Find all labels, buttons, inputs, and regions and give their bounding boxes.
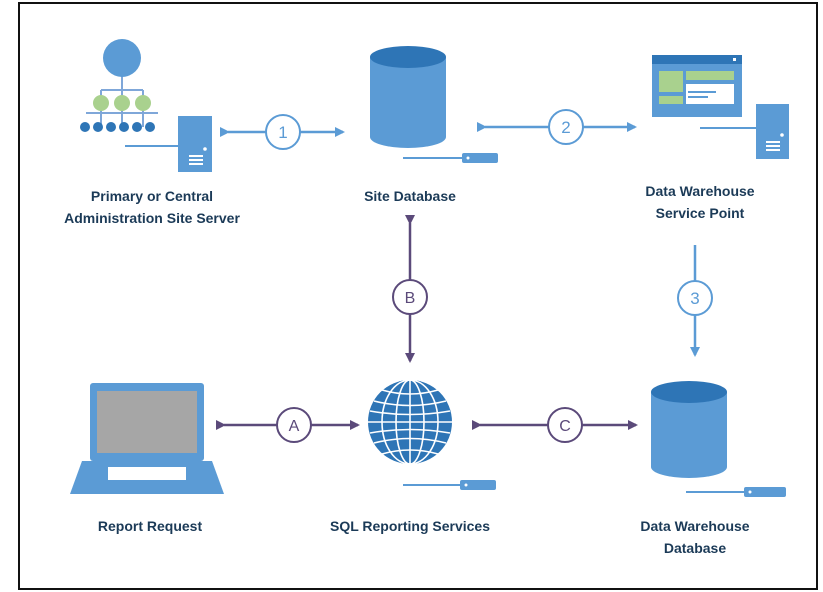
site-database-cylinder-icon <box>370 46 498 163</box>
connector-3-label: 3 <box>690 289 699 308</box>
dw-database-label-line1: Data Warehouse <box>640 518 750 534</box>
dw-service-point-label: Data Warehouse Service Point <box>625 180 775 224</box>
report-request-label-line1: Report Request <box>97 518 203 534</box>
web-app-server-icon <box>652 55 789 159</box>
sql-reporting-services-label-line1: SQL Reporting Services <box>329 518 490 534</box>
report-request-label: Report Request <box>75 515 225 537</box>
primary-site-server-label: Primary or Central Administration Site S… <box>52 185 252 229</box>
connector-b: B <box>392 215 428 363</box>
connector-2: 2 <box>477 109 637 145</box>
warehouse-database-cylinder-icon <box>651 381 786 497</box>
connector-1-label: 1 <box>278 123 287 142</box>
dw-service-point-label-line2: Service Point <box>655 205 745 221</box>
laptop-icon <box>70 383 224 494</box>
site-database-label: Site Database <box>350 185 470 207</box>
dw-service-point-label-line1: Data Warehouse <box>645 183 755 199</box>
connector-c-label: C <box>559 418 571 435</box>
connector-2-label: 2 <box>561 118 570 137</box>
sql-reporting-services-label: SQL Reporting Services <box>320 515 500 537</box>
connector-1: 1 <box>220 114 345 150</box>
dw-database-label-line2: Database <box>663 540 727 556</box>
connector-b-label: B <box>405 290 416 307</box>
primary-site-server-label-line2: Administration Site Server <box>64 210 240 226</box>
dw-database-label: Data Warehouse Database <box>620 515 770 559</box>
connector-a-label: A <box>289 418 300 435</box>
primary-site-server-label-line1: Primary or Central <box>90 188 214 204</box>
connector-3: 3 <box>677 245 713 357</box>
site-database-label-line1: Site Database <box>364 188 456 204</box>
connector-a: A <box>216 407 360 443</box>
globe-icon <box>368 379 496 490</box>
site-hierarchy-server-icon <box>80 39 212 172</box>
connector-c: C <box>472 407 638 443</box>
